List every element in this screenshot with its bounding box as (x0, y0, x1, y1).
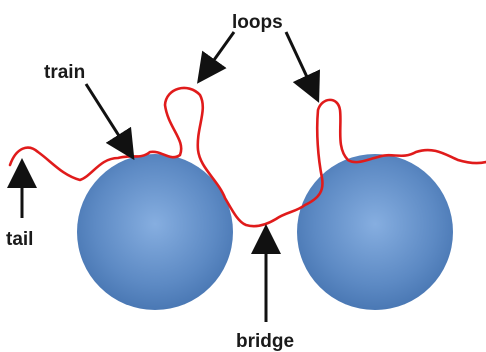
left-particle (77, 154, 233, 310)
train-label: train (44, 62, 85, 83)
tail-label: tail (6, 229, 33, 250)
loops-arrow-left (204, 32, 234, 74)
loops-arrow-right (286, 32, 314, 92)
bridge-label: bridge (236, 331, 294, 352)
loops-label: loops (232, 12, 283, 33)
right-particle (297, 154, 453, 310)
train-arrow (86, 84, 128, 150)
